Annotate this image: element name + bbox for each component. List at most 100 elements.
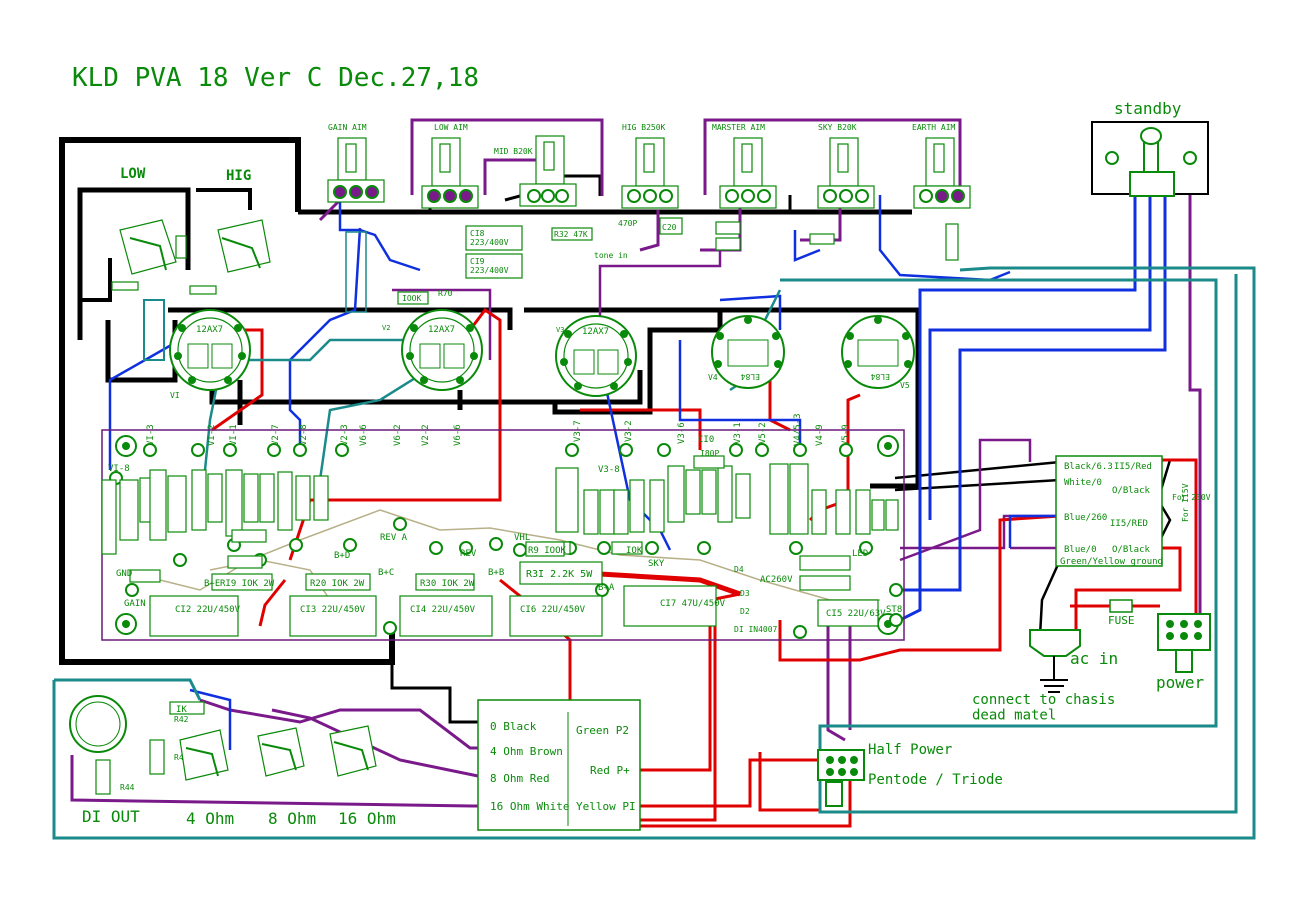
pin-label: VI-3 [146,424,156,446]
pot-earth[interactable]: EARTH AIM [912,123,971,209]
tube-type: 12AX7 [196,325,223,335]
ot-primary: Green P2 [576,724,629,737]
res-label: RI9 IOK 2W [220,579,275,589]
pot-label: GAIN AIM [328,123,367,132]
node-label: B+A [598,583,615,593]
tone-c470p: 470P [618,219,637,228]
pin-label: V3-7 [573,420,583,442]
tube-label: V5 [900,381,910,390]
cap-label: CI6 22U/450V [520,605,586,615]
pt-for230: For 230V [1172,493,1211,502]
tube-type: EL84 [741,372,760,381]
node-label: REV [460,549,477,559]
res-ik: IK [176,705,187,715]
pt-tap: O/Black [1112,545,1151,555]
pentode-triode-label: Pentode / Triode [868,772,1003,788]
ac-in-label: ac in [1070,649,1118,668]
blue-wiring [108,195,1167,750]
node-label: VHL [514,533,530,543]
xlr-di-out[interactable] [69,695,127,753]
node-label: GND [116,569,132,579]
pt-tap: O/Black [1112,486,1151,496]
fuse-label: FUSE [1108,614,1135,627]
tube-v3: 12AX7 V3 [555,315,637,397]
power-transformer: Black/6.3 White/0 Blue/260 Blue/0 Green/… [1055,455,1211,567]
jack-8ohm[interactable] [257,727,305,777]
tube-label: V3 [556,326,564,334]
res-label: R3I 2.2K 5W [526,569,593,580]
pot-sky[interactable]: SKY B20K [817,123,875,209]
pin-label: VI-8 [108,464,130,474]
pt-tap: II5/RED [1110,519,1148,529]
power-switch[interactable]: power [1156,613,1211,692]
input-jack-hig[interactable] [217,219,271,273]
r70-label: R70 [438,289,453,298]
ac-inlet[interactable]: ac in [1029,629,1118,668]
board-pin-labels: VI-8 VI-3 VI-2 VI-1 V2-7 V2-8 V2-3 V6-6 … [108,413,851,475]
node-label: B+B [488,568,504,578]
tone-in: tone in [594,251,628,260]
jack-label: 16 Ohm [338,809,396,828]
tube-type: 12AX7 [428,325,455,335]
res-label: R20 IOK 2W [310,579,365,589]
input-jacks: LOW HIG [111,166,367,361]
pot-master[interactable]: MARSTER AIM [712,123,777,209]
power-label: power [1156,673,1205,692]
res-r43: R43 [174,753,189,762]
pin-label: CI0 [698,435,714,445]
pin-label: V2-7 [271,424,281,446]
node-label: LED [852,549,868,559]
r70-value: IOOK [402,294,421,303]
node-label: D3 [740,589,750,598]
tube-v1: 12AX7 VI [169,309,251,400]
diagram-title: KLD PVA 18 Ver C Dec.27,18 [72,63,479,93]
pin-label: V4/5-3 [793,413,803,446]
pot-hig[interactable]: HIG B250K [621,123,679,209]
input-hig-label: HIG [226,168,251,184]
pin-label: V2-3 [340,424,350,446]
pot-label: LOW AIM [434,123,468,132]
node-label: D4 [734,565,744,574]
cap-label: CI5 22U/63V [826,609,886,619]
pot-gain[interactable]: GAIN AIM [327,123,385,203]
node-label: B+C [378,568,394,578]
pot-mid[interactable]: MID B20K [494,135,577,207]
res-label: R9 IOOK [528,546,567,556]
node-label: ST8 [886,605,902,615]
standby-label: standby [1114,99,1182,118]
tone-c20: C20 [662,223,677,232]
ot-tap: 0 Black [490,720,537,733]
res-label: IOK [626,546,643,556]
cap-label: CI4 22U/450V [410,605,476,615]
jack-4ohm[interactable] [179,729,229,781]
pt-wire: Black/6.3 [1064,462,1113,472]
pin-label: V3-6 [677,422,687,444]
pot-label: HIG B250K [622,123,666,132]
node-labels: GND GAIN REV A REV B+D B+C B+B B+A B+E V… [116,533,902,634]
input-jack-low[interactable] [111,219,217,295]
ot-primary: Red P+ [590,764,630,777]
pin-label: V4-9 [815,424,825,446]
pots: GAIN AIM LOW AIM MID B20K HIG B250K [327,123,971,209]
standby-switch[interactable]: standby [1091,99,1209,197]
board-components [101,455,899,591]
power-resistors: RI9 IOK 2W R20 IOK 2W R30 IOK 2W R3I 2.2… [211,541,643,591]
cap-label: CI3 22U/450V [300,605,366,615]
mode-switch[interactable]: Half Power Pentode / Triode [817,742,1003,807]
tube-type: 12AX7 [582,327,609,337]
pot-label: MID B20K [494,147,533,156]
tubes: 12AX7 VI 12AX7 V2 12AX7 V3 [169,309,915,400]
pin-label: V3-1 [733,422,743,444]
jack-16ohm[interactable] [329,725,377,777]
pin-label: V2-8 [299,424,309,446]
pt-wire: Green/Yellow ground [1060,557,1163,567]
pot-low[interactable]: LOW AIM [421,123,479,209]
node-label: B+E [204,579,220,589]
res-r44: R44 [120,783,135,792]
tube-v4: EL84 V4 [708,315,785,389]
